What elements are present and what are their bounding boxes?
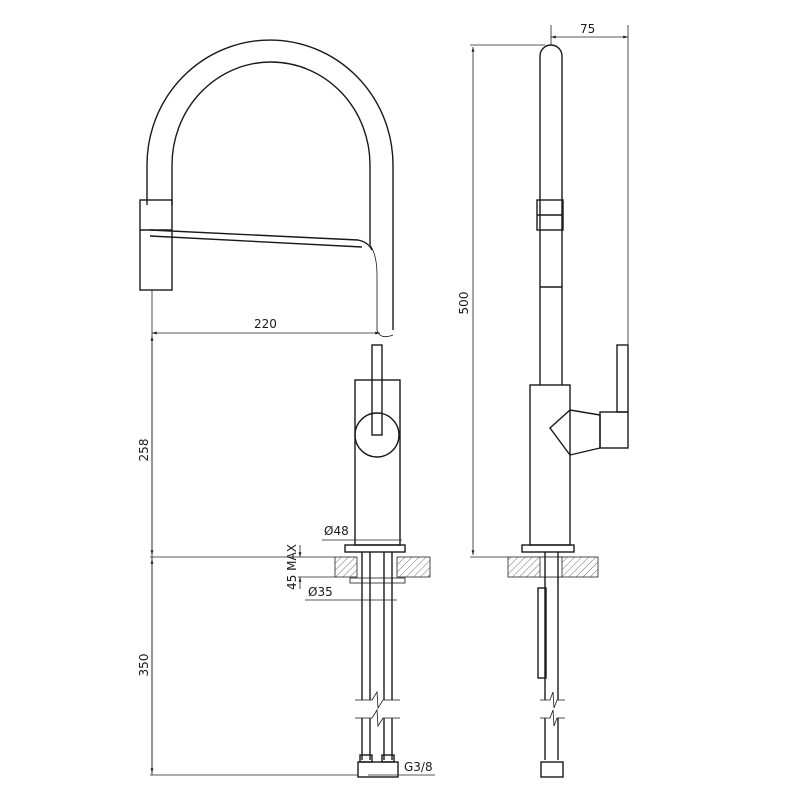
dim-total-height: 500 bbox=[457, 292, 471, 315]
dim-body-diameter: Ø48 bbox=[324, 524, 349, 538]
lever-knob bbox=[354, 412, 400, 458]
countertop-right bbox=[396, 556, 431, 578]
hose-nut bbox=[357, 761, 399, 778]
dim-hole-diameter: Ø35 bbox=[308, 585, 333, 599]
spray-head bbox=[139, 199, 173, 291]
spout-arc-outer bbox=[146, 39, 394, 330]
side-view: 75 500 bbox=[457, 22, 629, 778]
spout-arc-inner bbox=[171, 61, 371, 245]
dim-connection: G3/8 bbox=[404, 760, 433, 774]
side-lever-joint bbox=[549, 409, 601, 456]
body bbox=[354, 379, 401, 546]
countertop-left bbox=[334, 556, 358, 578]
supply-hoses bbox=[355, 552, 400, 778]
side-spout bbox=[539, 44, 563, 385]
dim-hose-length: 350 bbox=[137, 654, 151, 677]
side-body bbox=[529, 384, 571, 546]
lever bbox=[371, 344, 383, 436]
spout-arm bbox=[149, 229, 373, 251]
dim-deck-thickness: 45 MAX bbox=[285, 544, 299, 590]
side-lever bbox=[599, 411, 629, 449]
base-plate bbox=[344, 544, 406, 553]
dim-body-height: 258 bbox=[137, 439, 151, 462]
dim-side-offset: 75 bbox=[580, 22, 595, 36]
front-view: 220 258 350 45 MAX Ø48 Ø35 G3/8 bbox=[137, 39, 435, 778]
dim-spout-reach: 220 bbox=[254, 317, 277, 331]
